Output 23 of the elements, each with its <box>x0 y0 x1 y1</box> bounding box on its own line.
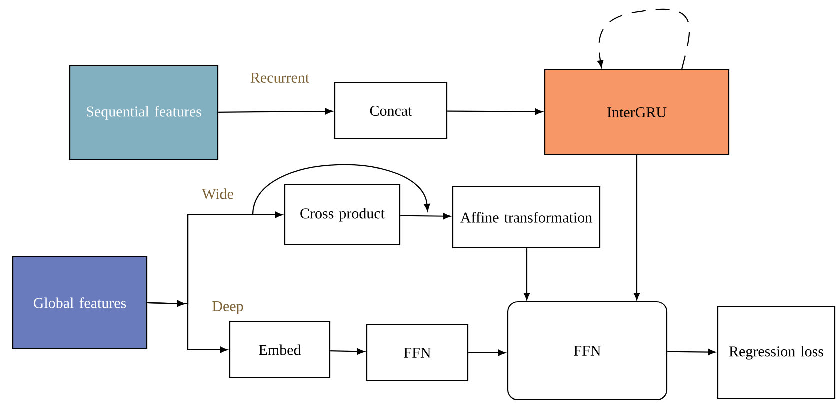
process-box: Concat <box>334 82 448 140</box>
process-box: Cross product <box>284 184 401 246</box>
process-box: FFN <box>507 301 668 401</box>
arrow <box>218 108 333 115</box>
arrow <box>634 156 640 300</box>
process-box: InterGRU <box>544 69 730 156</box>
arrow <box>448 108 543 115</box>
feature-box: Global features <box>12 256 148 350</box>
process-box: Affine transformation <box>452 186 601 249</box>
arrow <box>400 213 451 220</box>
arrow <box>468 350 506 356</box>
arrow <box>330 348 365 355</box>
process-box: Regression loss <box>717 306 836 400</box>
arrow <box>598 8 690 70</box>
arrow <box>524 248 530 300</box>
arrow <box>668 349 716 356</box>
edge-label: Recurrent <box>249 72 311 84</box>
arrow <box>148 300 228 354</box>
edge-label: Deep <box>211 300 245 316</box>
process-box: FFN <box>366 324 469 382</box>
feature-box: Sequential features <box>69 65 219 161</box>
edge-label: Wide <box>201 188 235 200</box>
process-box: Embed <box>229 321 331 379</box>
